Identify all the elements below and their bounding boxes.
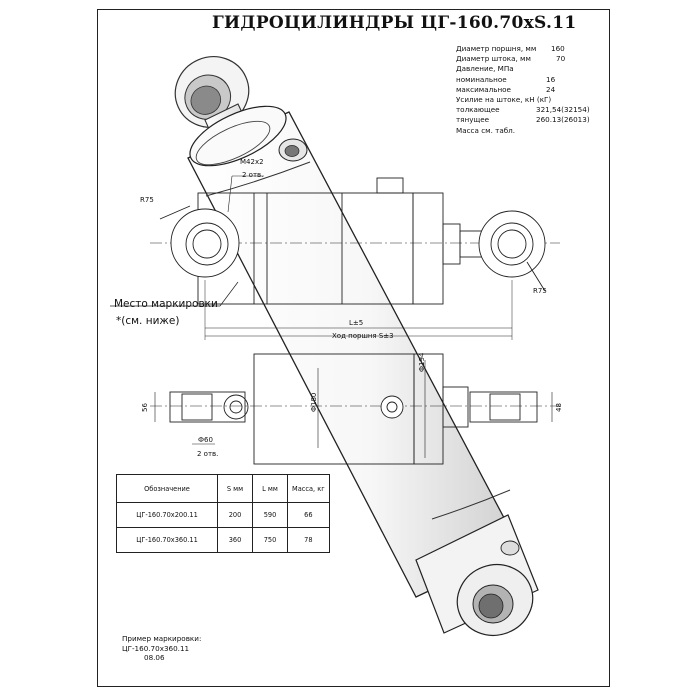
drawing-title: ГИДРОЦИЛИНДРЫ ЦГ-160.70хS.11 [212,13,577,33]
marking-example-heading: Пример маркировки: [122,634,202,643]
top-holes-label: 2 отв. [242,171,264,179]
table-row: ЦГ-160.70х360.11 360 750 78 [116,527,330,553]
stroke-dimension-label: Ход поршня S±3 [332,332,394,340]
marking-example: Пример маркировки: ЦГ-160.70х360.11 08.0… [122,634,201,663]
models-table: Обозначение S мм L мм Масса, кг ЦГ-160.7… [116,474,330,553]
dia-194-label: Ф194 [418,352,426,372]
table-row: ЦГ-160.70х200.11 200 590 66 [116,502,330,528]
col-header-stroke: S мм [217,474,253,503]
col-header-mass: Масса, кг [287,474,330,503]
dia-180-label: Ф180 [310,392,318,412]
marking-example-line1: ЦГ-160.70х360.11 [122,643,190,653]
length-dimension-label: L±5 [349,319,364,327]
marking-place-label: Место маркировки [114,298,218,310]
cylinder-3d-render [174,56,539,636]
thread-size-label: М42х2 [240,158,264,166]
table-header-row: Обозначение S мм L мм Масса, кг [116,474,330,503]
spec-row-rod-force: Усилие на штоке, кН (кГ) [456,94,552,104]
col-header-length: L мм [252,474,288,503]
bottom-holes-label: 2 отв. [197,450,219,458]
see-below-note: *(см. ниже) [116,315,180,327]
top-view-drawing [150,353,560,465]
col-header-designation: Обозначение [116,474,218,503]
dim-56-label: 56 [141,403,149,412]
marking-example-line2: 08.06 [144,653,165,662]
right-radius-label: R75 [533,287,547,295]
left-radius-label: R75 [140,196,154,204]
spec-row-mass: Масса см. табл. [456,125,516,135]
spec-row-pressure: Давление, МПа [456,64,514,74]
front-view-drawing [110,175,560,340]
dim-48-label: 48 [555,403,563,412]
dia-60-label: Ф60 [198,436,213,444]
